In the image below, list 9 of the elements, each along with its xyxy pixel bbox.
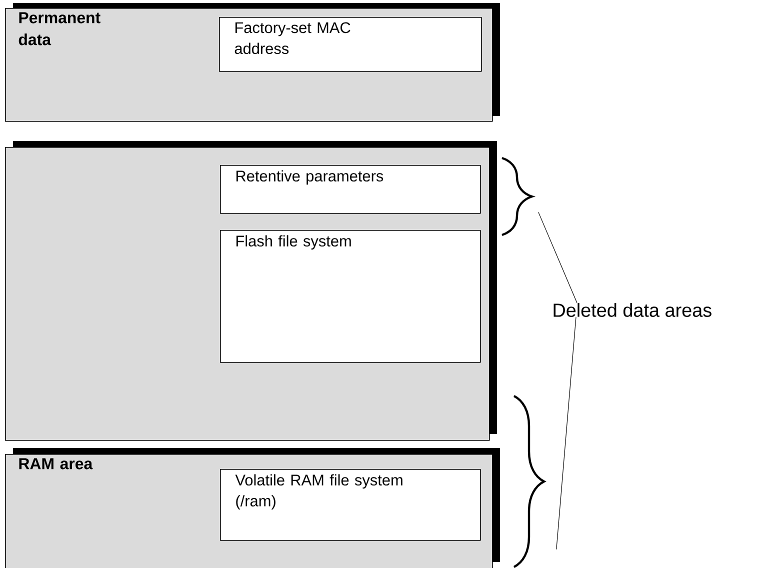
content-box: Flash file system bbox=[220, 230, 481, 363]
content-box: Factory-set MAC address bbox=[219, 17, 482, 72]
curly-brace bbox=[513, 395, 546, 568]
leader-line bbox=[556, 316, 576, 550]
leader-line bbox=[538, 212, 578, 304]
content-box: Volatile RAM file system (/ram) bbox=[220, 469, 481, 541]
content-box: Retentive parameters bbox=[220, 165, 481, 214]
curly-brace bbox=[502, 156, 534, 236]
callout-text: Deleted data areas bbox=[554, 303, 712, 317]
